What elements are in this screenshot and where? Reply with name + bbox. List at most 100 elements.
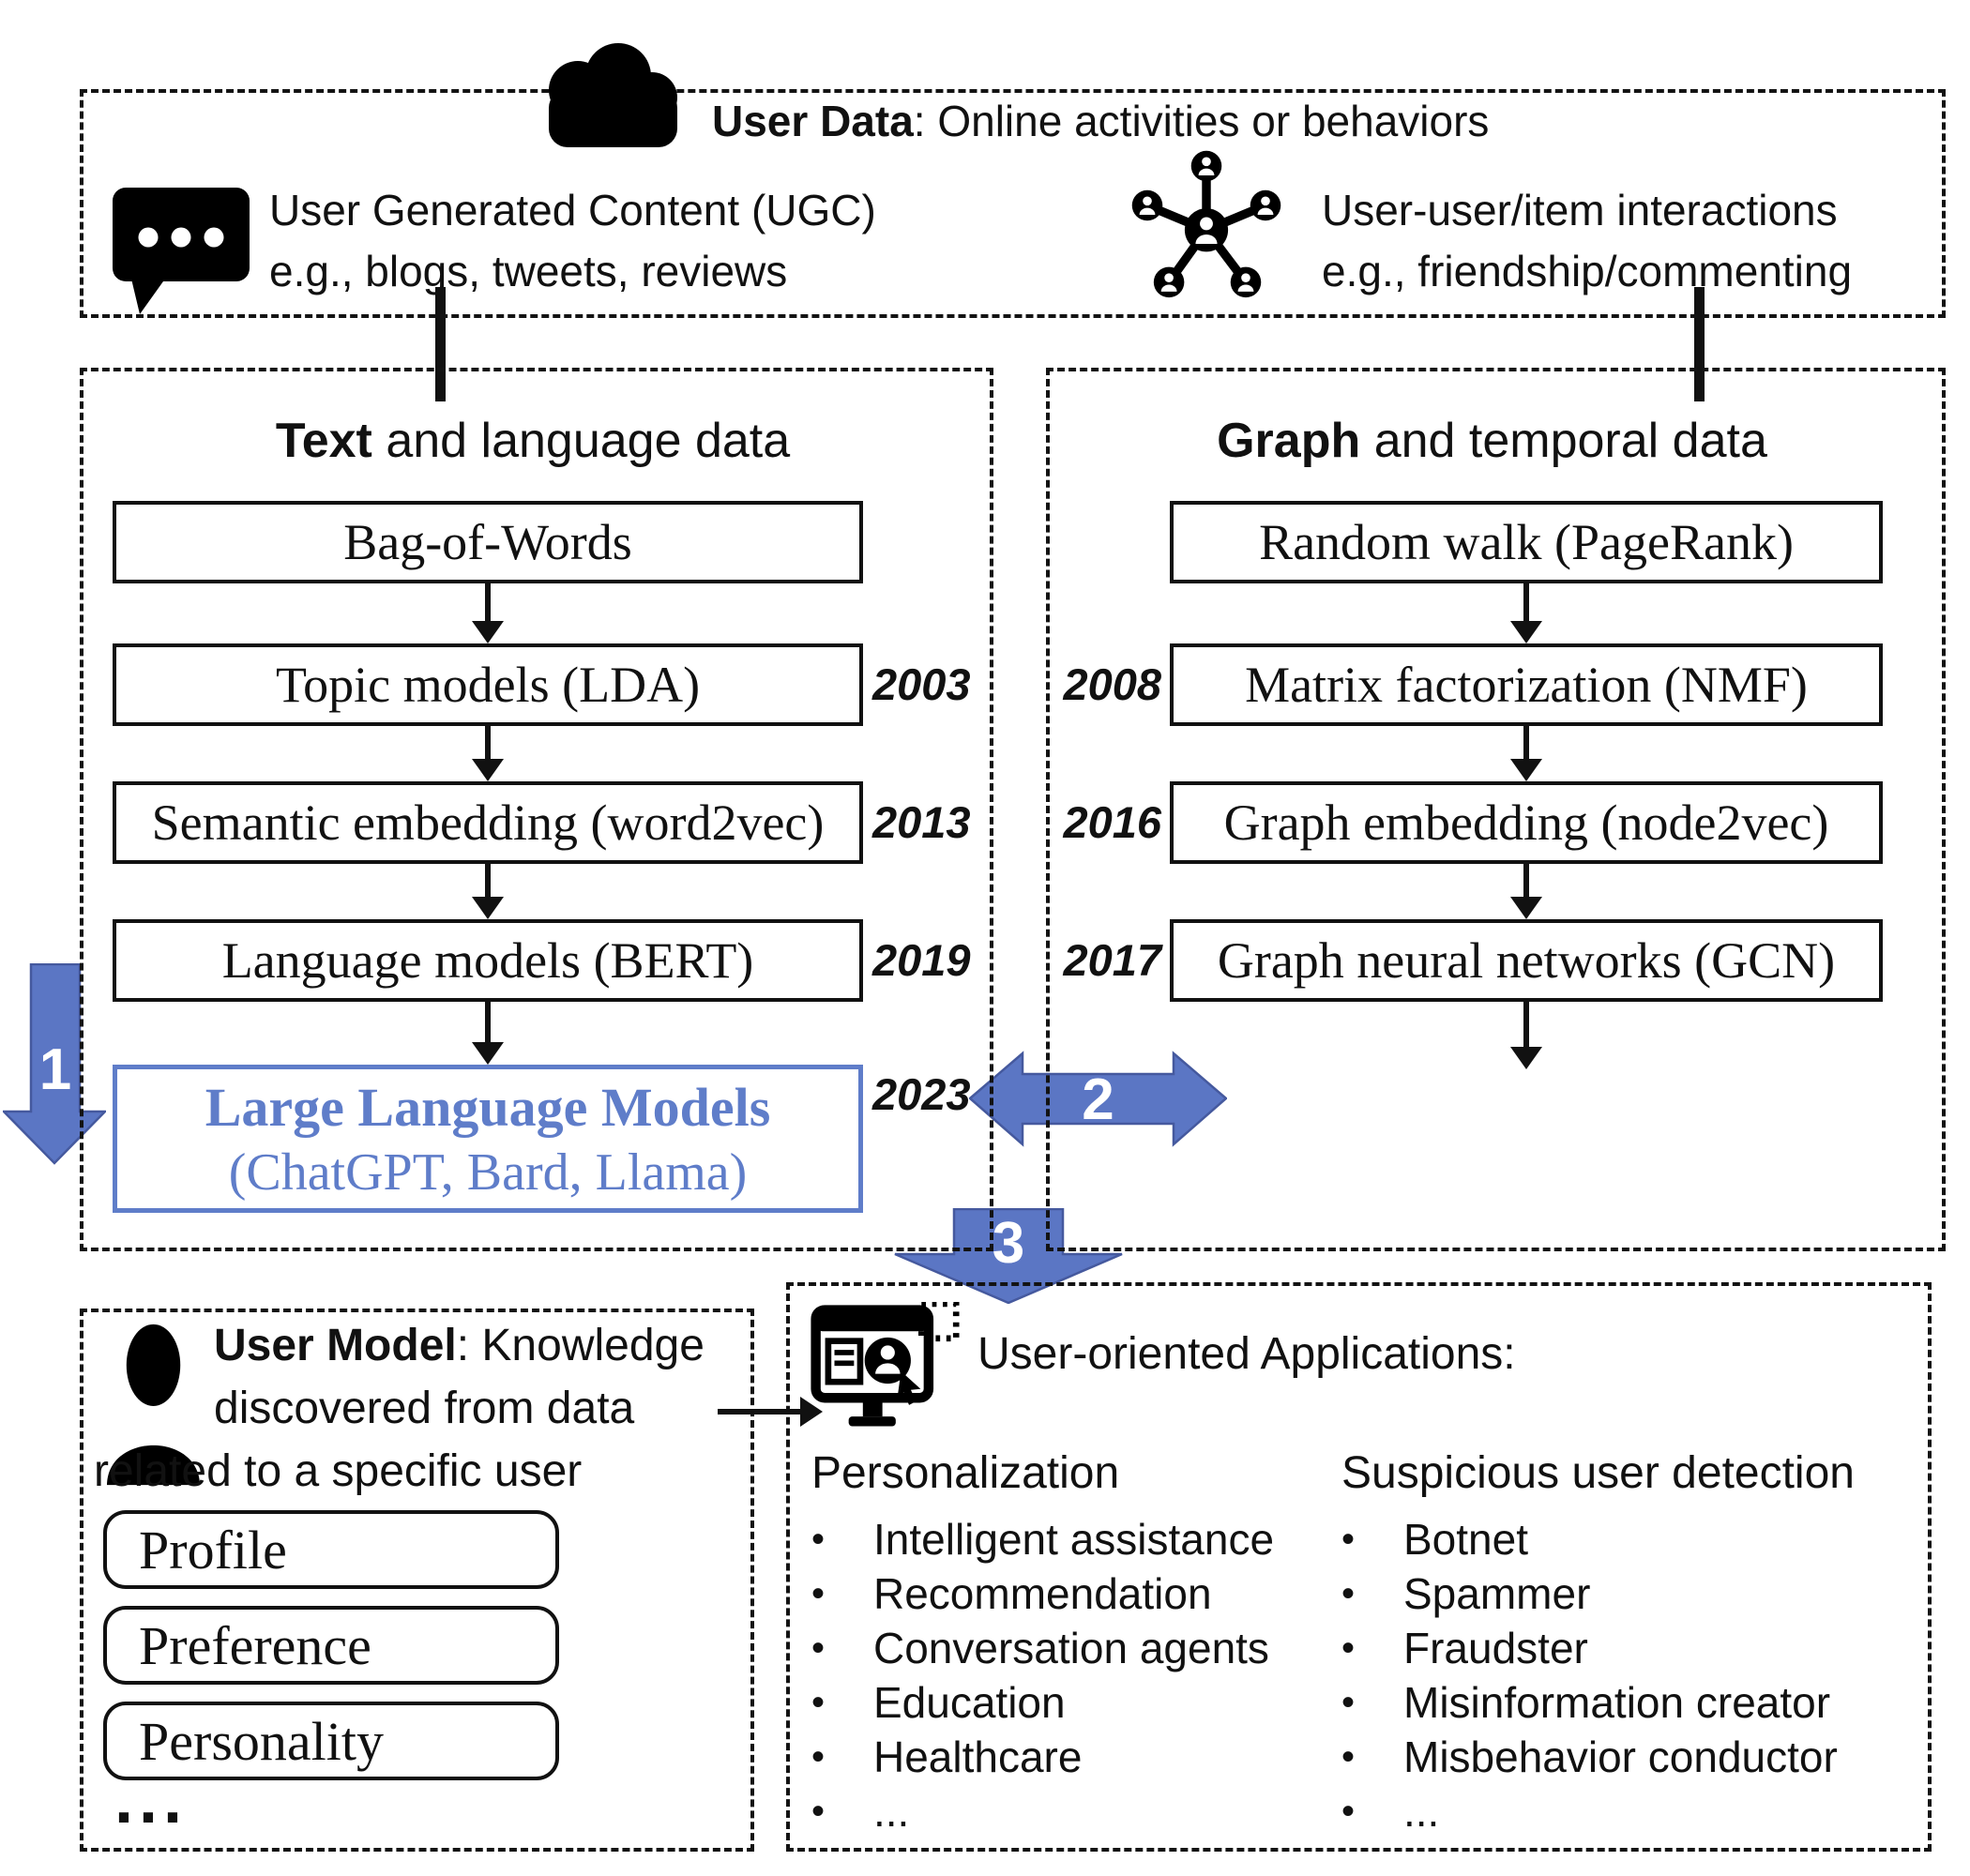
bullet-icon: • <box>811 1790 826 1832</box>
col2-item-2: •Fraudster <box>1341 1621 1928 1675</box>
graph-data-panel <box>1046 368 1946 1251</box>
text_column-flow-arrow-2 <box>472 864 504 919</box>
user-data-panel: User Data: Online activities or behavior… <box>80 43 1946 318</box>
graph_column-flow-arrow-2-stem <box>1523 864 1529 899</box>
user-model-item-profile: Profile <box>103 1510 559 1589</box>
bullet-icon: • <box>1341 1626 1356 1669</box>
bullet-icon: • <box>1341 1518 1356 1560</box>
llm-node-line2: (ChatGPT, Bard, Llama) <box>228 1143 748 1202</box>
graph_column-flow-arrow-1-head <box>1510 759 1542 781</box>
user-data-title-rest: : Online activities or behaviors <box>913 97 1490 145</box>
text_column-flow-arrow-last-stem <box>485 1002 491 1044</box>
col1-item-0: •Intelligent assistance <box>811 1512 1337 1566</box>
ugc-line1: User Generated Content (UGC) <box>269 186 876 234</box>
user-model-title-rest: : Knowledge <box>456 1321 705 1370</box>
col2-item-4: •Misbehavior conductor <box>1341 1730 1928 1784</box>
block-arrow-3-down: 3 <box>894 1208 1124 1304</box>
col2-item-label-3: Misinformation creator <box>1403 1678 1831 1727</box>
text_column-flow-arrow-0 <box>472 583 504 643</box>
bullet-icon: • <box>811 1735 826 1778</box>
user-model-line3: related to a specific user <box>94 1446 583 1496</box>
col2-item-5: •... <box>1341 1784 1928 1838</box>
graph_column-flow-arrow-1 <box>1510 726 1542 781</box>
connector-ugc-to-text <box>435 287 446 401</box>
graph_column-node-0: Random walk (PageRank) <box>1170 501 1883 583</box>
llm-node-line1: Large Language Models <box>205 1077 771 1138</box>
graph_column-flow-arrow-last-head <box>1510 1047 1542 1069</box>
interactions-line1: User-user/item interactions <box>1322 186 1838 234</box>
text_column-node-3: Language models (BERT) <box>113 919 863 1002</box>
user-data-title-bold: User Data <box>712 97 914 145</box>
col2-item-label-0: Botnet <box>1403 1515 1528 1564</box>
col1-item-3: •Education <box>811 1675 1337 1730</box>
year-label-llm: 2023 <box>872 1069 971 1119</box>
ugc-line2: e.g., blogs, tweets, reviews <box>269 247 788 295</box>
text_column-flow-arrow-last <box>472 1002 504 1065</box>
user-model-title-bold: User Model <box>214 1321 457 1370</box>
col1-item-5: •... <box>811 1784 1337 1838</box>
bullet-icon: • <box>811 1572 826 1614</box>
text_column-flow-arrow-2-head <box>472 897 504 919</box>
col2-item-label-5: ... <box>1403 1787 1440 1836</box>
applications-title: User-oriented Applications: <box>977 1329 1516 1379</box>
bullet-icon: • <box>1341 1681 1356 1723</box>
interactions-label: User-user/item interactions e.g., friend… <box>1322 180 1852 302</box>
graph_column-flow-arrow-0 <box>1510 583 1542 643</box>
text_column-node-0: Bag-of-Words <box>113 501 863 583</box>
graph-column-title-rest: and temporal data <box>1360 414 1767 468</box>
user-data-title: User Data: Online activities or behavior… <box>712 94 1650 148</box>
text_column-node-1: Topic models (LDA) <box>113 643 863 726</box>
graph-column-title-bold: Graph <box>1217 414 1361 468</box>
col2-item-3: • Misinformation creator <box>1341 1675 1928 1730</box>
block-arrow-2-bidirectional: 2 <box>969 1046 1227 1152</box>
text-data-panel <box>80 368 993 1251</box>
year-label-2008: 2008 <box>1063 659 1161 709</box>
text_column-flow-arrow-0-stem <box>485 583 491 623</box>
ugc-label: User Generated Content (UGC) e.g., blogs… <box>269 180 876 302</box>
graph_column-flow-arrow-last-stem <box>1523 1002 1529 1049</box>
user-model-item-personality: Personality <box>103 1702 559 1780</box>
bullet-icon: • <box>811 1626 826 1669</box>
text_column-node-2: Semantic embedding (word2vec) <box>113 781 863 864</box>
user-model-line2: discovered from data <box>214 1384 635 1433</box>
bullet-icon: • <box>1341 1790 1356 1832</box>
text-column-title: Text and language data <box>80 413 986 469</box>
personalization-list: •Intelligent assistance•Recommendation•C… <box>811 1512 1337 1838</box>
graph_column-flow-arrow-1-stem <box>1523 726 1529 761</box>
graph_column-flow-arrow-2-head <box>1510 897 1542 919</box>
year-label-2016: 2016 <box>1063 797 1161 847</box>
speech-bubble-icon <box>113 188 250 314</box>
arrow-usermodel-to-applications <box>718 1397 823 1427</box>
bullet-icon: • <box>1341 1572 1356 1614</box>
block-arrow-3-label: 3 <box>992 1211 1025 1276</box>
col1-item-label-5: ... <box>873 1787 910 1836</box>
col1-item-label-0: Intelligent assistance <box>873 1515 1275 1564</box>
col1-item-label-1: Recommendation <box>873 1569 1212 1618</box>
cloud-icon <box>549 43 677 147</box>
block-arrow-2-label: 2 <box>1082 1067 1114 1132</box>
col1-item-label-2: Conversation agents <box>873 1624 1269 1672</box>
col2-item-0: • Botnet <box>1341 1512 1928 1566</box>
year-label-2019: 2019 <box>872 935 971 985</box>
graph_column-flow-arrow-2 <box>1510 864 1542 919</box>
suspicious-detection-list: •Botnet•Spammer•Fraudster•Misinformation… <box>1341 1512 1928 1838</box>
user-model-panel <box>80 1309 754 1852</box>
text_column-flow-arrow-last-head <box>472 1042 504 1065</box>
col2-item-1: •Spammer <box>1341 1566 1928 1621</box>
col1-item-1: • Recommendation <box>811 1566 1337 1621</box>
graph_column-flow-arrow-0-stem <box>1523 583 1529 623</box>
year-label-2017: 2017 <box>1063 935 1161 985</box>
block-arrow-1-label: 1 <box>38 1037 72 1102</box>
applications-panel <box>786 1282 1932 1852</box>
col1-item-label-4: Healthcare <box>873 1732 1083 1781</box>
graph-column-title: Graph and temporal data <box>1046 413 1938 469</box>
year-label-2013: 2013 <box>872 797 971 847</box>
user-application-monitor-icon <box>811 1302 960 1427</box>
personalization-header: Personalization <box>811 1448 1120 1498</box>
graph_column-node-3: Graph neural networks (GCN) <box>1170 919 1883 1002</box>
bullet-icon: • <box>811 1681 826 1723</box>
text_column-flow-arrow-0-head <box>472 621 504 643</box>
graph_column-node-1: Matrix factorization (NMF) <box>1170 643 1883 726</box>
text-column-title-bold: Text <box>275 414 372 468</box>
user-model-item-preference: Preference <box>103 1606 559 1685</box>
